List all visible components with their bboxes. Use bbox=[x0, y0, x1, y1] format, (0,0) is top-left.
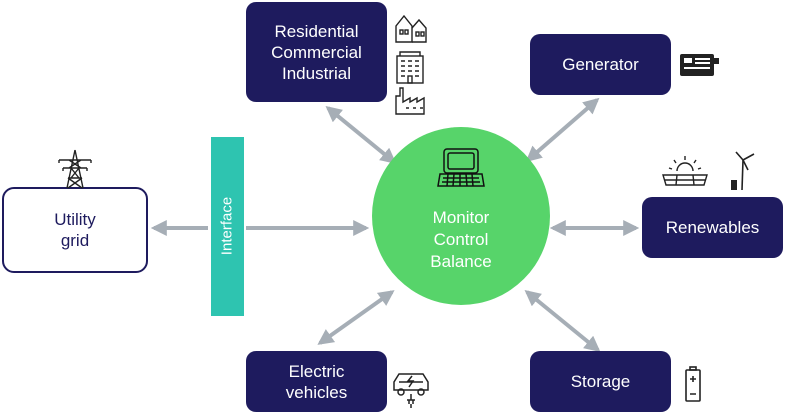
wind-turbine-icon bbox=[731, 151, 755, 191]
hub-label-line-1: Monitor bbox=[432, 208, 490, 227]
ev-line-2: vehicles bbox=[285, 382, 348, 402]
consumers-line-1: Residential bbox=[274, 21, 359, 41]
solar-panel-icon bbox=[662, 156, 708, 186]
arrow-generator-hub bbox=[525, 97, 600, 163]
arrow-ev-hub bbox=[317, 290, 395, 345]
arrow-consumers-hub bbox=[325, 105, 397, 165]
arrow-storage-hub bbox=[524, 289, 601, 353]
hub-label-line-2: Control bbox=[433, 230, 489, 249]
ev-line-1: Electric bbox=[288, 361, 345, 381]
hub-label-line-3: Balance bbox=[430, 252, 492, 271]
generator-icon bbox=[680, 54, 719, 76]
electric-vehicles-box: Electric vehicles bbox=[246, 351, 387, 412]
control-hub-circle bbox=[372, 127, 550, 305]
utility-grid-line-2: grid bbox=[60, 231, 90, 250]
consumers-line-3: Industrial bbox=[282, 63, 351, 83]
storage-label: Storage bbox=[570, 372, 631, 391]
consumers-line-2: Commercial bbox=[271, 42, 362, 62]
renewables-box: Renewables bbox=[642, 197, 783, 258]
utility-grid-line-1: Utility bbox=[54, 210, 96, 229]
interface-bar bbox=[211, 137, 244, 316]
hub-label: Monitor Control Balance bbox=[372, 207, 550, 273]
utility-grid-box: Utility grid bbox=[2, 187, 148, 273]
storage-box: Storage bbox=[530, 351, 671, 412]
computer-terminal-icon bbox=[437, 148, 485, 187]
office-building-icon bbox=[396, 51, 424, 84]
transmission-tower-icon bbox=[58, 149, 92, 189]
interface-label: Interface bbox=[218, 196, 236, 256]
generator-box: Generator bbox=[530, 34, 671, 95]
battery-icon bbox=[685, 366, 701, 402]
house-icon bbox=[395, 14, 427, 43]
electric-car-icon bbox=[393, 373, 429, 408]
generator-label: Generator bbox=[562, 55, 639, 74]
consumers-box: Residential Commercial Industrial bbox=[246, 2, 387, 102]
renewables-label: Renewables bbox=[665, 218, 760, 237]
factory-icon bbox=[395, 87, 425, 115]
